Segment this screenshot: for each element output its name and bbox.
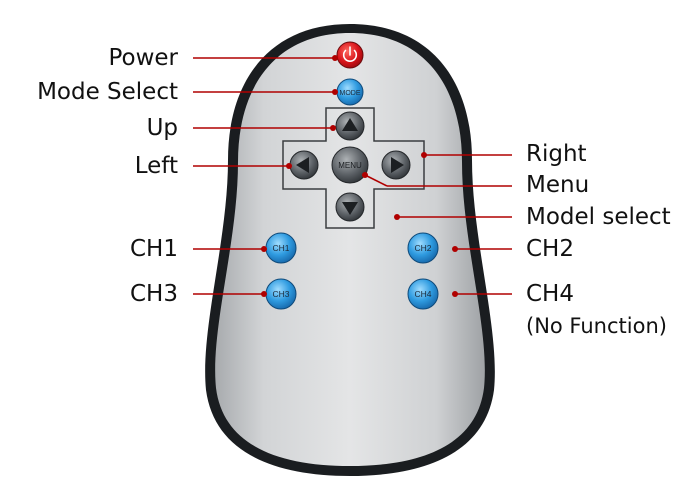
callout-line-power <box>193 55 338 61</box>
label-menu: Menu <box>526 172 590 198</box>
label-right: Right <box>526 141 587 167</box>
callout-line-right <box>421 152 512 158</box>
ch1-button[interactable]: CH1 <box>265 232 297 264</box>
label-ch2: CH2 <box>526 236 574 262</box>
ch3-button-label: CH3 <box>272 289 289 299</box>
callout-line-mode <box>193 89 338 95</box>
dpad-outline <box>282 107 425 229</box>
power-button[interactable] <box>336 41 364 69</box>
callout-lines <box>193 55 512 297</box>
triangle-left-icon <box>296 157 309 173</box>
label-ch1: CH1 <box>130 236 178 262</box>
callout-line-ch2 <box>452 246 512 252</box>
callout-line-left <box>193 163 292 169</box>
label-ch4-note: (No Function) <box>526 314 667 338</box>
mode-button[interactable]: MODE <box>336 78 364 106</box>
callout-line-ch3 <box>193 291 267 297</box>
ch1-button-label: CH1 <box>272 243 289 253</box>
callout-line-menu <box>362 172 512 187</box>
ch2-button[interactable]: CH2 <box>407 232 439 264</box>
label-power: Power <box>108 45 178 71</box>
triangle-up-icon <box>342 118 358 131</box>
label-left: Left <box>134 153 178 179</box>
label-up: Up <box>146 115 178 141</box>
up-button[interactable] <box>335 111 365 141</box>
ch3-button[interactable]: CH3 <box>265 278 297 310</box>
ch4-button-label: CH4 <box>414 289 431 299</box>
ch2-button-label: CH2 <box>414 243 431 253</box>
down-button[interactable] <box>335 192 365 222</box>
right-button[interactable] <box>381 150 411 180</box>
triangle-down-icon <box>342 202 358 215</box>
label-mode-select: Mode Select <box>37 79 178 105</box>
power-icon <box>342 46 358 62</box>
label-ch4: CH4 <box>526 281 574 307</box>
menu-button[interactable]: MENU <box>331 146 369 184</box>
mode-button-label: MODE <box>340 90 361 97</box>
left-button[interactable] <box>289 150 319 180</box>
callout-line-ch4 <box>452 291 512 297</box>
label-ch3: CH3 <box>130 281 178 307</box>
callout-line-model-select <box>394 214 512 220</box>
callout-line-up <box>193 125 336 131</box>
label-model-select: Model select <box>526 204 671 230</box>
menu-button-label: MENU <box>338 161 362 170</box>
ch4-button[interactable]: CH4 <box>407 278 439 310</box>
triangle-right-icon <box>391 157 404 173</box>
callout-line-ch1 <box>193 246 267 252</box>
